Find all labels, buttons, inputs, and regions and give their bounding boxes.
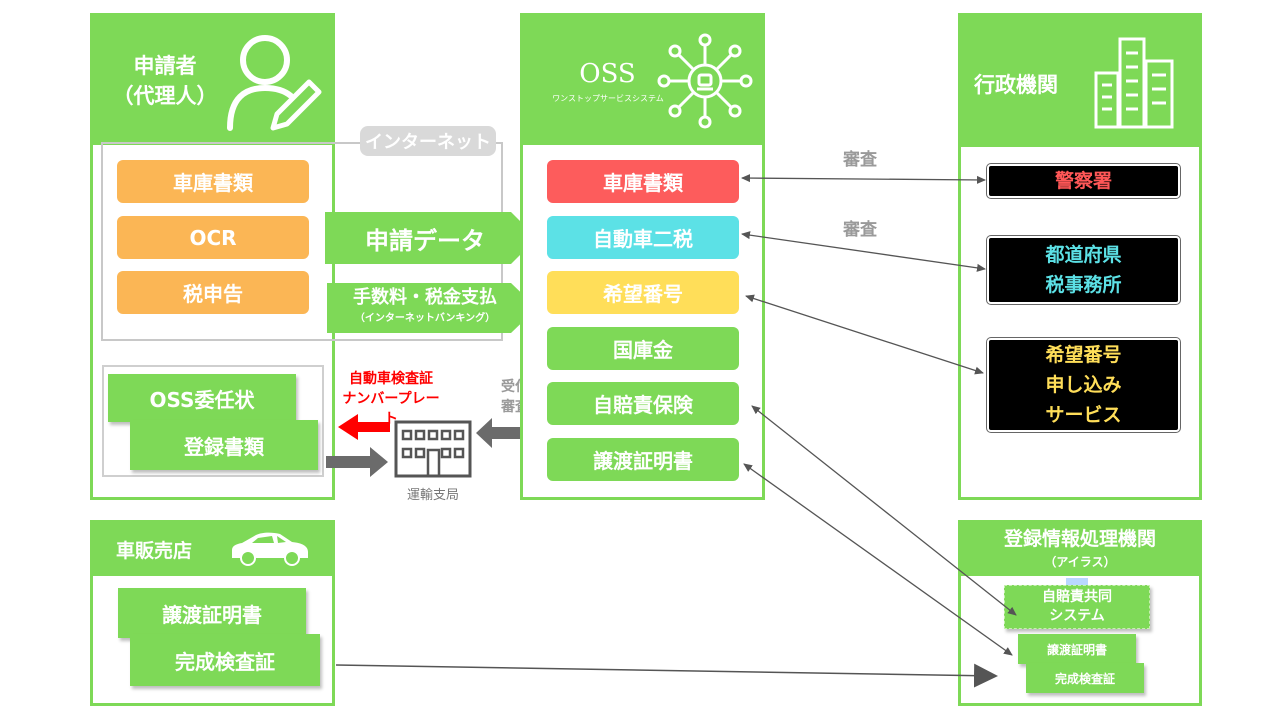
oss-item-hope-number: 希望番号 (547, 271, 739, 314)
prefecture-tax-office-box: 都道府県 税事務所 (987, 236, 1180, 304)
applicant-header: 申請者 （代理人） (90, 13, 335, 145)
office-buildings-icon (1094, 37, 1174, 129)
review-label-2: 審査 (843, 220, 877, 240)
registry-sticky-completion: 完成検査証 (1026, 663, 1144, 693)
sticky-registration-docs: 登録書類 (130, 420, 318, 470)
oss-subtitle: ワンストップサービスシステム (552, 94, 664, 103)
link-hope-service (745, 294, 984, 375)
oss-item-garage: 車庫書類 (547, 160, 739, 203)
registry-header: 登録情報処理機関 （アイラス） (958, 520, 1202, 576)
registry-sticky-transfer: 譲渡証明書 (1018, 634, 1136, 664)
fee-payment-label: 手数料・税金支払 （インターネットバンキング） (353, 287, 497, 324)
network-hub-icon (657, 33, 753, 129)
fee-payment-arrow (327, 283, 537, 333)
doc-garage: 車庫書類 (117, 160, 309, 203)
doc-tax-report: 税申告 (117, 271, 309, 314)
oss-item-insurance: 自賠責保険 (547, 382, 739, 425)
inspection-cert-label: 自動車検査証 ナンバープレート (342, 371, 440, 427)
sticky-frame (102, 365, 324, 477)
oss-item-transfer-cert: 譲渡証明書 (547, 438, 739, 481)
doc-ocr: OCR (117, 216, 309, 259)
sticky-oss-proxy: OSS委任状 (108, 374, 296, 422)
link-dealer-registry (335, 663, 998, 688)
hope-number-service-box: 希望番号 申し込み サービス (987, 338, 1180, 432)
admin-title: 行政機関 (974, 73, 1058, 97)
registry-subtitle: （アイラス） (1044, 555, 1116, 569)
submit-docs-arrow (326, 447, 388, 477)
dealer-sticky-transfer: 譲渡証明書 (118, 588, 306, 638)
admin-header: 行政機関 (958, 13, 1202, 147)
registry-tab (1066, 578, 1088, 586)
dealer-sticky-completion: 完成検査証 (130, 634, 320, 686)
police-station-box: 警察署 (987, 164, 1180, 198)
red-return-arrow (338, 414, 390, 440)
link-garage-police (741, 174, 986, 184)
oss-item-treasury: 国庫金 (547, 327, 739, 370)
reception-double-arrow (476, 418, 550, 448)
applicant-title: 申請者 （代理人） (112, 54, 218, 108)
review-label-1: 審査 (843, 150, 877, 170)
registry-title: 登録情報処理機関 (1003, 528, 1156, 550)
application-data-arrow (325, 212, 537, 264)
jibaiseki-system-box: 自賠責共同 システム (1004, 585, 1150, 629)
oss-header: OSS ワンストップサービスシステム (520, 13, 765, 145)
office-building-icon (394, 420, 472, 478)
person-edit-icon (227, 35, 322, 131)
dealer-header: 車販売店 (90, 520, 335, 576)
internet-label: インターネット (360, 126, 496, 156)
transport-office-label: 運輸支局 (406, 488, 459, 503)
oss-title: OSS (579, 59, 636, 89)
application-data-label: 申請データ (365, 226, 485, 255)
oss-item-auto-tax: 自動車二税 (547, 216, 739, 259)
car-icon (232, 532, 308, 566)
dealer-title: 車販売店 (116, 540, 193, 562)
